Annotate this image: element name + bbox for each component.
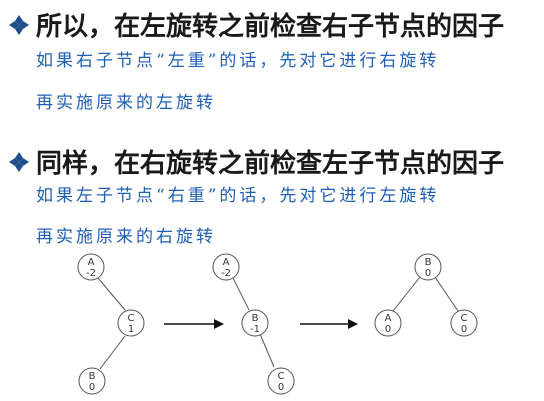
tree1-node-c [117,309,145,337]
tree2-node-a [212,253,240,281]
tree2-node-a-name: A [223,257,230,268]
tree1-node-c-factor: 1 [128,324,134,335]
tree2-node-a-factor: -2 [221,268,231,279]
tree1-node-a-name: A [88,257,95,268]
arrow-right-icon [300,319,358,329]
tree3-node-a-name: A [385,313,392,324]
tree2-node-c-factor: 0 [278,382,284,393]
tree3-node-b [414,253,442,281]
tree1-node-b-factor: 0 [89,382,95,393]
edge-c-b [99,335,126,370]
tree2-node-c [267,367,295,395]
tree3-node-a-factor: 0 [385,324,391,335]
diamond-bullet-icon [9,151,29,172]
edge-b-c [259,333,275,368]
tree-2: A -2 B -1 C 0 [212,253,295,395]
tree2-node-b-name: B [252,313,259,324]
tree3-node-c-factor: 0 [461,324,467,335]
section1-line2: 再实施原来的左旋转 [36,93,216,113]
section2-line1: 如果左子节点“右重”的话，先对它进行左旋转 [36,186,440,206]
tree1-node-b-name: B [89,371,96,382]
tree1-node-b [78,367,106,395]
section1-heading: 所以，在左旋转之前检查右子节点的因子 [36,12,505,42]
section1-line1: 如果右子节点“左重”的话，先对它进行右旋转 [36,51,440,71]
edge-b-a [392,276,421,312]
section1-heading-row: 所以，在左旋转之前检查右子节点的因子 [8,6,504,43]
tree2-node-b-factor: -1 [250,324,260,335]
rotation-diagram: A -2 C 1 B 0 A -2 B -1 C 0 B 0 [77,253,478,395]
tree1-node-a [77,253,105,281]
section2-line2: 再实施原来的右旋转 [36,227,216,247]
diamond-bullet-icon [9,14,29,35]
tree2-node-c-name: C [278,371,285,382]
tree3-node-b-factor: 0 [425,268,431,279]
tree1-node-c-name: C [128,313,135,324]
edge-a-c [97,277,126,311]
tree2-node-b [241,309,269,337]
tree3-node-c [450,309,478,337]
section2-heading: 同样，在右旋转之前检查左子节点的因子 [36,149,505,179]
edge-b-c [434,276,459,312]
arrow-right-icon [164,319,224,329]
edge-a-b [232,277,250,311]
tree-3: B 0 A 0 C 0 [374,253,478,337]
tree3-node-b-name: B [425,257,432,268]
section2-heading-row: 同样，在右旋转之前检查左子节点的因子 [8,143,504,180]
tree3-node-c-name: C [461,313,468,324]
tree-1: A -2 C 1 B 0 [77,253,145,395]
tree3-node-a [374,309,402,337]
tree1-node-a-factor: -2 [86,268,96,279]
